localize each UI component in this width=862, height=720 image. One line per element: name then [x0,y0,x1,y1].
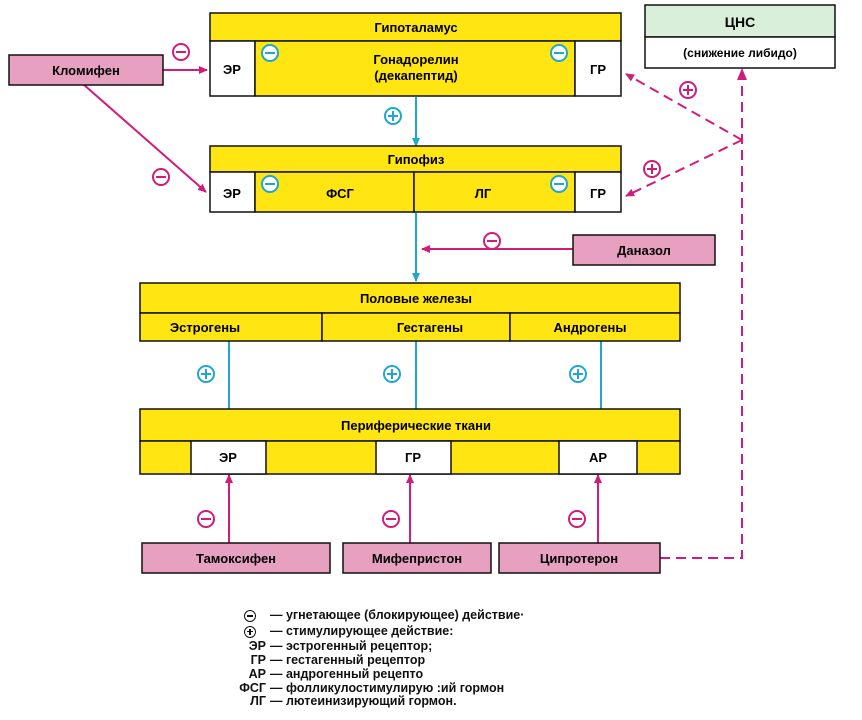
legend-key: ЛГ [250,694,266,709]
legend-row-ar: АР — андрогенный рецепто [218,666,524,682]
tamoxifen-label: Тамоксифен [196,551,276,566]
legend-text: — гестагенный рецептор [270,653,426,668]
legend-text: — угнетающее (блокирующее) действие· [270,608,525,622]
cns-title: ЦНС [725,14,755,30]
hypothalamus-gr-receptor: ГР [590,62,606,77]
estrogens-label: Эстрогены [170,320,240,335]
legend-key: ГР [250,653,266,668]
lh-label: ЛГ [475,186,492,201]
gonads-title: Половые железы [360,291,472,306]
stimulation-plus-icon [679,81,697,99]
legend-row-fsh: ФСГ — фолликулостимулирую :ий гормон [218,680,524,696]
stimulation-plus-icon [197,365,215,383]
gonads-block: Половые железы Эстрогены Гестагены Андро… [139,282,681,342]
receptor-block-minus-icon [550,175,568,193]
inhibition-minus-icon [197,510,215,528]
legend-text: — андрогенный рецепто [270,666,424,681]
cns-subtitle: (снижение либидо) [683,46,797,60]
stimulation-plus-icon [383,365,401,383]
legend-text: — лютеинизирующий гормон. [270,694,457,709]
gonadorelin-label: Гонадорелин [373,52,458,67]
hypothalamus-block: Гипоталамус ЭР Гонадорелин (декапептид) … [209,12,622,97]
peripheral-tissues-block: Периферические ткани ЭР ГР АР [139,408,681,475]
gestagens-label: Гестагены [397,320,463,335]
pituitary-gr-receptor: ГР [590,186,606,201]
stimulation-plus-icon [643,160,661,178]
pituitary-block: Гипофиз ЭР ФСГ ЛГ ГР [209,145,622,213]
legend-row-er: ЭР — эстрогенный рецептор; [218,640,524,654]
legend-key: ФСГ [239,680,266,695]
danazol-box: Даназол [572,234,716,266]
receptor-block-minus-icon [261,175,279,193]
legend-row-gr: ГР — гестагенный рецептор [218,653,524,668]
legend-key: ЭР [248,639,266,654]
fsh-label: ФСГ [326,186,354,201]
tamoxifen-box: Тамоксифен [141,542,331,574]
legend: — угнетающее (блокирующее) действие· — с… [218,608,525,709]
inhibition-minus-icon [568,510,586,528]
inhibition-minus-icon [152,168,170,186]
mifepristone-box: Мифепристон [342,542,492,574]
peripheral-gr-receptor: ГР [405,450,421,465]
cns-block: ЦНС (снижение либидо) [644,4,836,69]
cyproterone-label: Ципротерон [540,551,618,566]
legend-text: — фолликулостимулирую :ий гормон [270,680,505,695]
legend-key: АР [248,666,266,681]
stimulation-plus-icon [384,107,402,125]
inhibition-minus-icon [483,232,501,250]
peripheral-title: Периферические ткани [341,418,491,433]
clomiphene-box: Кломифен [8,54,164,86]
hypothalamus-title: Гипоталамус [374,20,457,35]
androgens-label: Андрогены [554,320,627,335]
pituitary-er-receptor: ЭР [223,186,241,201]
decapeptide-label: (декапептид) [374,68,457,83]
legend-text: — стимулирующее действие: [270,623,454,638]
inhibition-minus-icon [382,510,400,528]
danazol-label: Даназол [617,243,671,258]
pituitary-title: Гипофиз [388,152,445,167]
peripheral-ar-receptor: АР [589,450,607,465]
legend-text: — эстрогенный рецептор; [270,639,433,654]
hypothalamus-er-receptor: ЭР [223,62,241,77]
mifepristone-label: Мифепристон [372,551,462,566]
inhibition-minus-icon [244,610,256,622]
peripheral-er-receptor: ЭР [219,450,237,465]
clomiphene-label: Кломифен [52,63,120,78]
stimulation-plus-icon [569,365,587,383]
inhibition-minus-icon [172,43,190,61]
legend-row-stimulation: — стимулирующее действие: [218,623,524,641]
receptor-block-minus-icon [550,44,568,62]
cyproterone-box: Ципротерон [498,542,661,574]
legend-row-inhibition: — угнетающее (блокирующее) действие· [218,608,525,625]
stimulation-plus-icon [244,625,256,638]
receptor-block-minus-icon [261,44,279,62]
legend-row-lh: ЛГ — лютеинизирующий гормон. [218,695,524,709]
